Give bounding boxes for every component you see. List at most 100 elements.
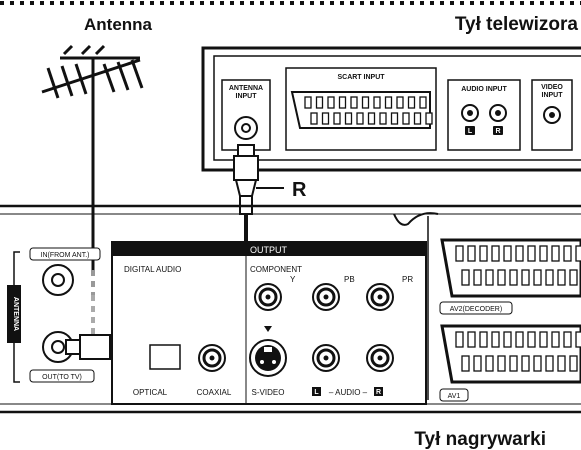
scart-pin — [333, 112, 341, 125]
svg-text:ANTENNA: ANTENNA — [12, 297, 19, 331]
svg-text:INPUT: INPUT — [236, 93, 258, 100]
coaxial-port: COAXIAL — [197, 344, 232, 397]
recorder-back-panel — [0, 204, 581, 414]
scart-pin — [557, 355, 566, 372]
scart-pin — [509, 355, 518, 372]
scart-pin — [533, 355, 542, 372]
svg-text:– AUDIO –: – AUDIO – — [329, 388, 368, 397]
scart-pin — [485, 355, 494, 372]
svg-text:COAXIAL: COAXIAL — [197, 388, 232, 397]
scart-pin — [367, 112, 376, 125]
svideo-port: S-VIDEO — [249, 326, 287, 397]
scart-pin — [551, 331, 560, 348]
tv-back-title: Tył telewizora — [455, 14, 579, 35]
scart-pin — [491, 331, 500, 348]
scart-pin — [515, 331, 524, 348]
scart-pin — [569, 355, 578, 372]
scart-pin — [479, 331, 488, 348]
svg-text:PR: PR — [402, 275, 413, 284]
scart-pin — [304, 96, 312, 109]
scart-pin — [467, 331, 476, 348]
scart-pin — [344, 112, 353, 125]
tv-video-input: VIDEO INPUT — [531, 79, 573, 151]
scart-pin — [521, 355, 530, 372]
scart-pin — [327, 96, 335, 109]
scart-pin — [545, 355, 554, 372]
scart-pin — [515, 245, 524, 262]
component-y-port: Y — [254, 275, 296, 311]
scart-pin — [419, 96, 427, 109]
scart-pin — [533, 269, 542, 286]
tv-antenna-input: ANTENNA INPUT — [221, 79, 271, 151]
scart-pin — [485, 269, 494, 286]
svg-text:AV1: AV1 — [448, 393, 461, 400]
scart-pin — [539, 331, 548, 348]
component-pb-port: PB — [312, 275, 355, 311]
output-header: OUTPUT — [250, 245, 288, 255]
svg-text:AV2(DECODER): AV2(DECODER) — [450, 306, 502, 313]
scart-pin — [379, 112, 387, 125]
svg-text:SCART INPUT: SCART INPUT — [337, 74, 385, 81]
scart-pin — [503, 331, 512, 348]
scart-pins — [304, 96, 433, 125]
scart-pin — [479, 245, 488, 262]
scart-pin — [569, 269, 578, 286]
svg-text:OPTICAL: OPTICAL — [133, 388, 168, 397]
scart-pin — [563, 245, 572, 262]
svg-text:OUT(TO TV): OUT(TO TV) — [42, 374, 82, 381]
scart-pin — [321, 112, 330, 125]
component-label: COMPONENT — [250, 265, 302, 274]
component-pr-port: PR — [366, 275, 413, 311]
svg-text:L: L — [468, 128, 473, 135]
digital-audio-label: DIGITAL AUDIO — [124, 265, 181, 274]
svg-text:INPUT: INPUT — [542, 92, 564, 99]
scart-pin — [467, 245, 476, 262]
scart-pin — [545, 269, 554, 286]
scart-pin — [310, 112, 318, 125]
scart-pin — [497, 355, 506, 372]
cable-r-marker: R — [292, 179, 307, 201]
svg-text:VIDEO: VIDEO — [541, 84, 563, 91]
scart-pin — [473, 355, 482, 372]
scart-pin — [575, 331, 581, 348]
scart-pin — [373, 96, 381, 109]
scart-pin — [491, 245, 500, 262]
optical-port: OPTICAL — [133, 344, 181, 397]
tv-audio-input: AUDIO INPUT L R — [447, 79, 521, 151]
scart-pin — [455, 245, 464, 262]
scart-pin — [413, 112, 422, 125]
scart-pin — [527, 245, 536, 262]
scart-pin — [575, 245, 581, 262]
svg-text:PB: PB — [344, 275, 355, 284]
tv-scart-input: SCART INPUT — [285, 67, 437, 151]
scart-pin — [407, 96, 416, 109]
output-block: OUTPUT DIGITAL AUDIO COMPONENT — [111, 241, 427, 405]
scart-pin — [361, 96, 370, 109]
scart-pin — [356, 112, 364, 125]
svg-text:AUDIO INPUT: AUDIO INPUT — [461, 86, 507, 93]
scart-pin — [521, 269, 530, 286]
recorder-back-title: Tył nagrywarki — [414, 429, 546, 450]
scart-pin — [503, 245, 512, 262]
svg-text:IN(FROM ANT.): IN(FROM ANT.) — [41, 252, 90, 259]
scart-pin — [315, 96, 324, 109]
scart-pin — [539, 245, 548, 262]
scart-pin — [390, 112, 399, 125]
scart-pin — [338, 96, 347, 109]
av1-scart: AV1 — [439, 324, 581, 402]
audio-row-label: L – AUDIO – R — [312, 387, 383, 397]
svg-text:S-VIDEO: S-VIDEO — [252, 388, 285, 397]
svg-text:Y: Y — [290, 275, 296, 284]
scart-pin — [455, 331, 464, 348]
scart-pin — [425, 112, 433, 125]
scart-pin — [396, 96, 404, 109]
scart-pin — [563, 331, 572, 348]
recorder-antenna-group: ANTENNA IN(FROM ANT.) OUT(TO TV) — [7, 247, 101, 383]
scart-pin — [557, 269, 566, 286]
audio-right-port — [366, 344, 394, 372]
svg-text:L: L — [314, 389, 319, 396]
scart-pin — [551, 245, 560, 262]
scart-pin — [509, 269, 518, 286]
